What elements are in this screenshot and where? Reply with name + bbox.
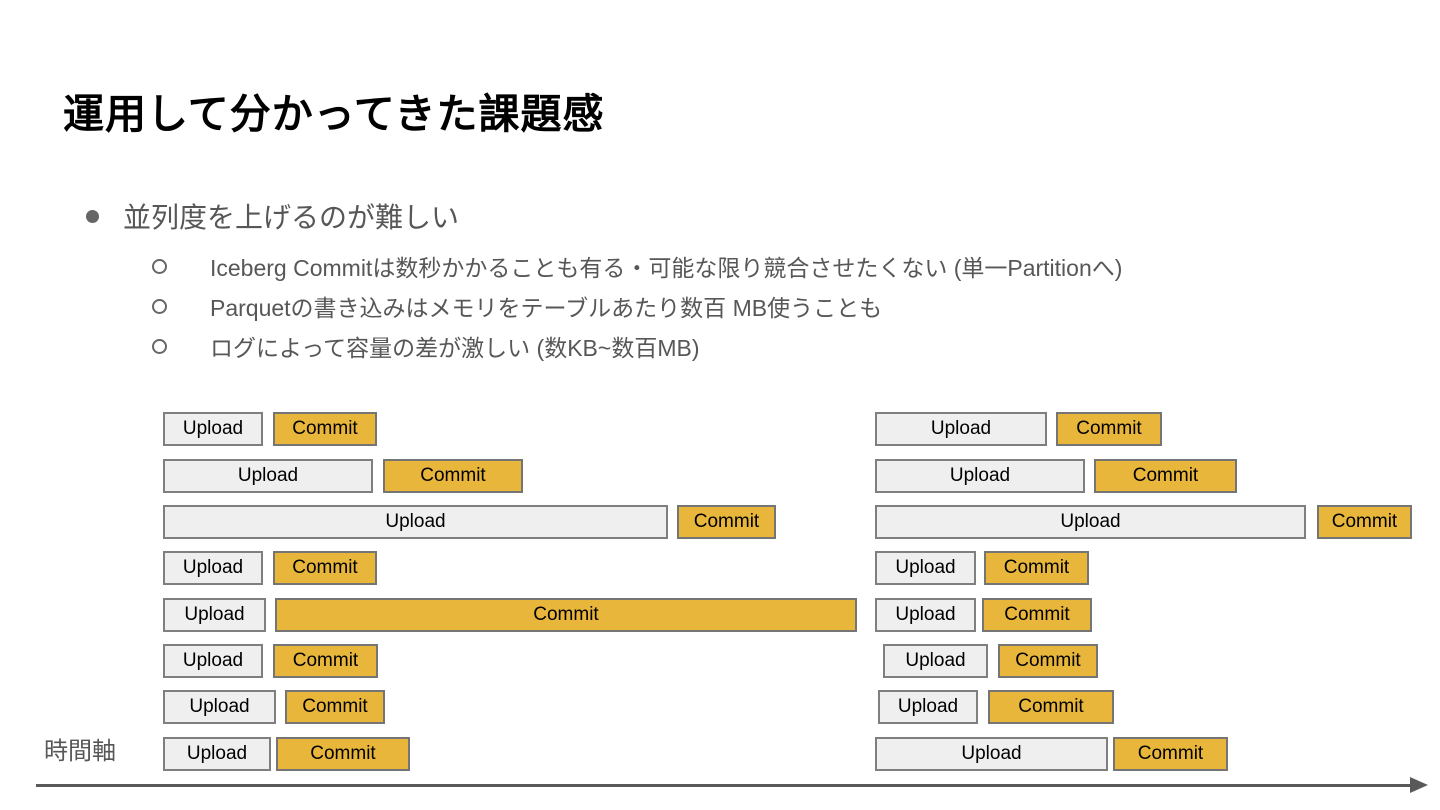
time-axis-line	[36, 784, 1412, 787]
bullet-text: 並列度を上げるのが難しい	[123, 202, 460, 233]
commit-bar: Commit	[988, 690, 1114, 724]
bullet-item: 並列度を上げるのが難しい	[86, 196, 459, 236]
upload-bar: Upload	[875, 412, 1047, 446]
timeline-row: Upload Commit	[875, 459, 1440, 493]
upload-bar: Upload	[163, 644, 263, 678]
timeline-row: Upload Commit	[875, 412, 1440, 446]
timeline-row: Upload Commit	[163, 644, 863, 678]
commit-bar: Commit	[285, 690, 385, 724]
bullet-circle-icon	[152, 258, 167, 274]
bullet-circle-icon	[152, 338, 167, 354]
commit-bar: Commit	[275, 598, 857, 632]
upload-bar: Upload	[875, 737, 1108, 771]
time-axis-label: 時間軸	[44, 738, 116, 765]
commit-bar: Commit	[383, 459, 523, 493]
timeline-row: Upload Commit	[163, 551, 863, 585]
page-title: 運用して分かってきた課題感	[63, 91, 605, 137]
upload-bar: Upload	[163, 412, 263, 446]
commit-bar: Commit	[273, 412, 377, 446]
commit-bar: Commit	[276, 737, 410, 771]
axis-arrowhead-icon	[1410, 777, 1428, 793]
commit-bar: Commit	[677, 505, 776, 539]
commit-bar: Commit	[982, 598, 1092, 632]
timeline-row: Upload Commit	[163, 598, 863, 632]
sub-bullet-list: Iceberg Commitは数秒かかることも有る・可能な限り競合させたくない …	[152, 246, 1122, 366]
upload-bar: Upload	[875, 459, 1085, 493]
timeline-row: Upload Commit	[875, 690, 1440, 724]
timeline-row: Upload Commit	[163, 412, 863, 446]
commit-bar: Commit	[273, 551, 377, 585]
timeline-row: Upload Commit	[163, 690, 863, 724]
commit-bar: Commit	[273, 644, 378, 678]
commit-bar: Commit	[984, 551, 1089, 585]
commit-bar: Commit	[998, 644, 1098, 678]
commit-bar: Commit	[1056, 412, 1162, 446]
upload-bar: Upload	[163, 598, 266, 632]
upload-bar: Upload	[163, 505, 668, 539]
upload-bar: Upload	[875, 598, 976, 632]
commit-bar: Commit	[1113, 737, 1228, 771]
sub-bullet-text: Iceberg Commitは数秒かかることも有る・可能な限り競合させたくない …	[210, 255, 1123, 281]
upload-bar: Upload	[875, 551, 976, 585]
sub-bullet-item: Iceberg Commitは数秒かかることも有る・可能な限り競合させたくない …	[152, 246, 1122, 286]
timeline-row: Upload Commit	[875, 505, 1440, 539]
upload-bar: Upload	[883, 644, 988, 678]
sub-bullet-text: ログによって容量の差が激しい (数KB~数百MB)	[210, 335, 700, 361]
upload-bar: Upload	[875, 505, 1306, 539]
upload-bar: Upload	[163, 459, 373, 493]
upload-bar: Upload	[163, 737, 271, 771]
bullet-dot-icon	[86, 209, 99, 223]
timeline-row: Upload Commit	[163, 459, 863, 493]
upload-bar: Upload	[163, 551, 263, 585]
timeline-row: Upload Commit	[875, 644, 1440, 678]
timeline-row: Upload Commit	[163, 505, 863, 539]
sub-bullet-text: Parquetの書き込みはメモリをテーブルあたり数百 MB使うことも	[210, 295, 883, 321]
commit-bar: Commit	[1317, 505, 1412, 539]
upload-bar: Upload	[163, 690, 276, 724]
commit-bar: Commit	[1094, 459, 1237, 493]
sub-bullet-item: ログによって容量の差が激しい (数KB~数百MB)	[152, 326, 1122, 366]
bullet-circle-icon	[152, 298, 167, 314]
sub-bullet-item: Parquetの書き込みはメモリをテーブルあたり数百 MB使うことも	[152, 286, 1122, 326]
upload-bar: Upload	[878, 690, 978, 724]
